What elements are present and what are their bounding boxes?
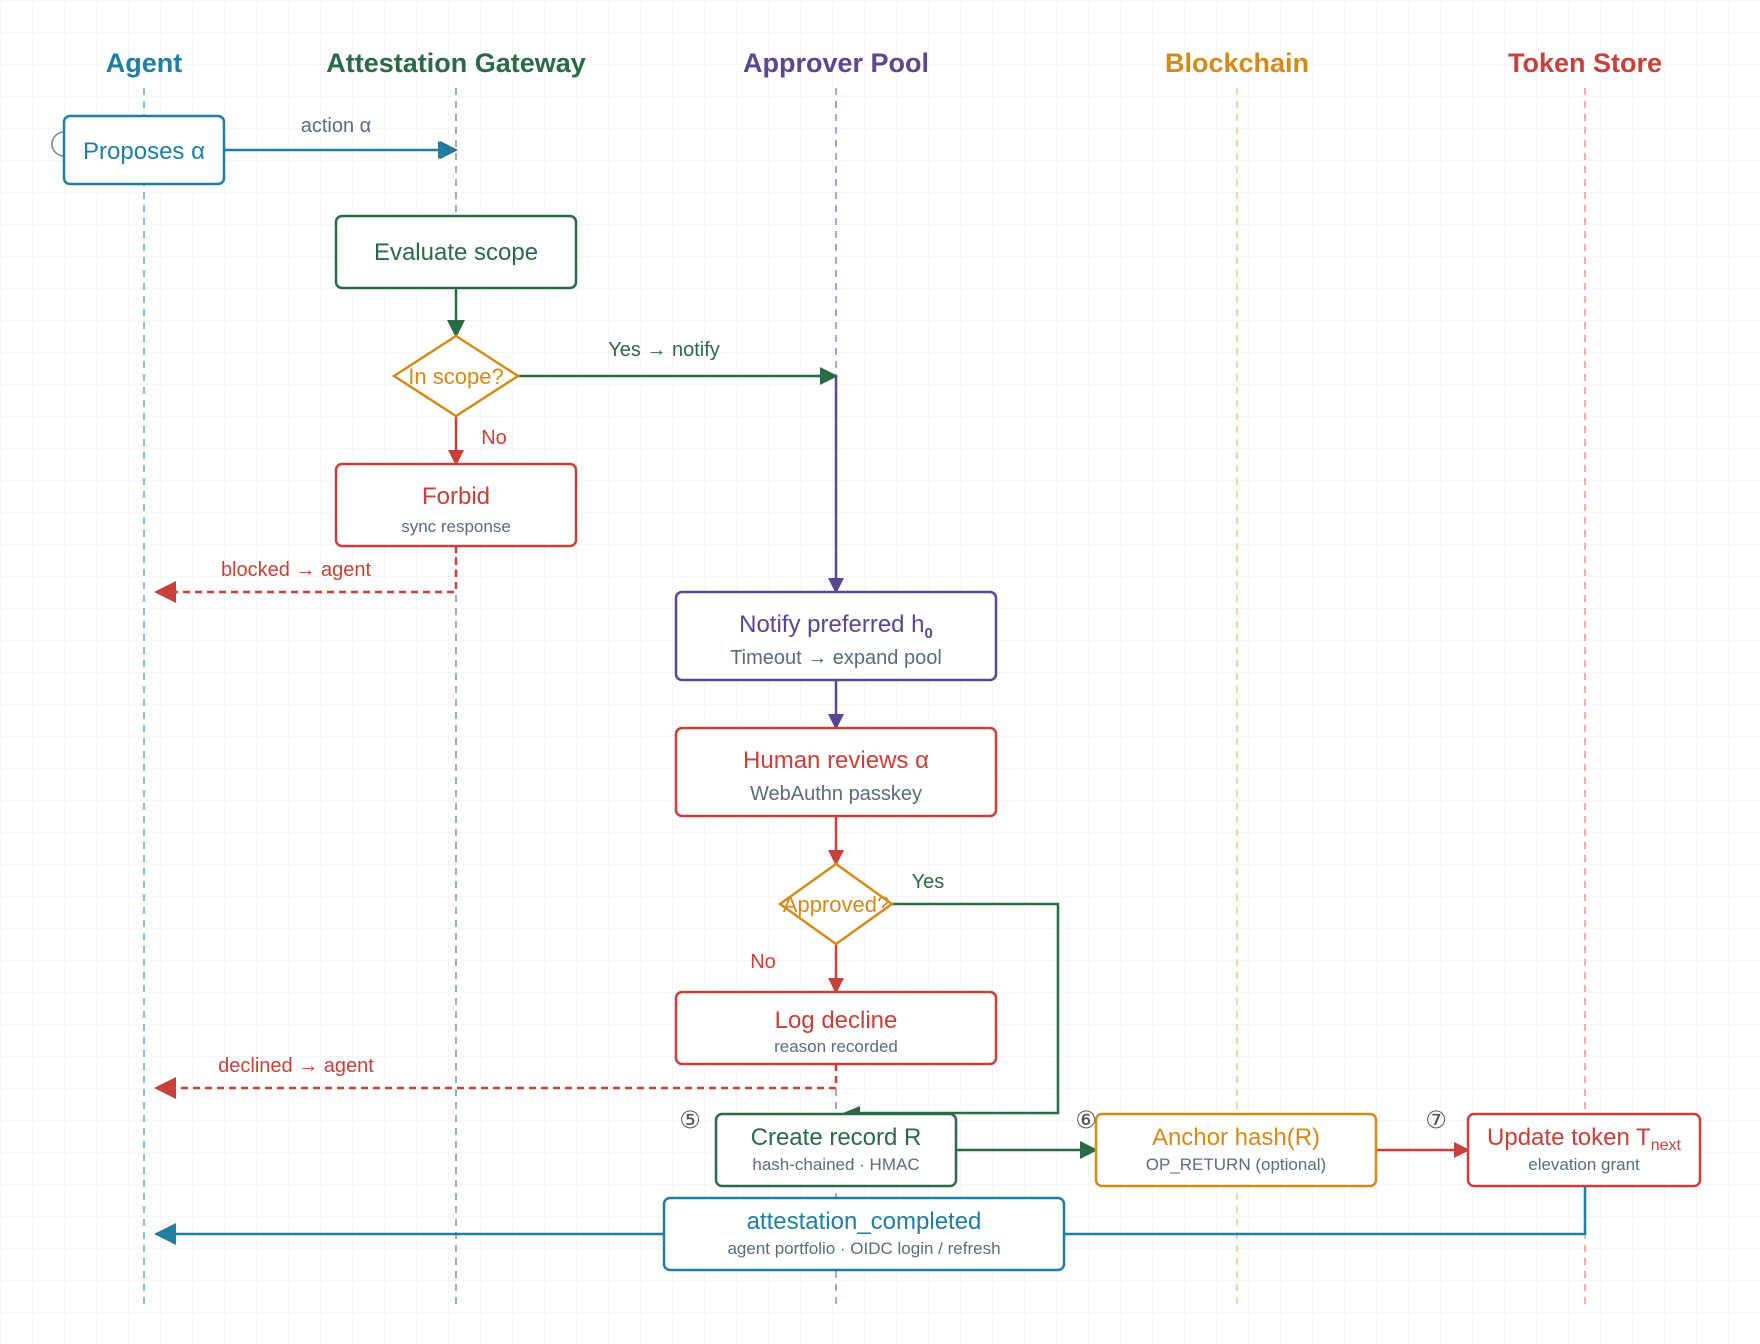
node-update-token-box xyxy=(1466,1112,1702,1188)
node-attestation-sub: agent portfolio · OIDC login / refresh xyxy=(727,1239,1000,1258)
node-proposes[interactable]: Proposes α xyxy=(51,114,226,186)
node-create-record-box xyxy=(714,1112,958,1188)
step-marker-partial-icon xyxy=(51,131,65,157)
node-anchor-title: Anchor hash(R) xyxy=(1152,1124,1320,1151)
edge-label-action: action α xyxy=(301,115,372,137)
decision-approved-diamond xyxy=(777,862,895,946)
edge-yes-create-arrowhead xyxy=(843,1106,860,1113)
node-log-decline-title: Log decline xyxy=(775,1007,898,1034)
edge-label-yes-notify: Yes → notify xyxy=(608,339,720,361)
edge-label-yes-2: Yes xyxy=(912,871,945,893)
step-7-icon: ⑦ xyxy=(1425,1106,1447,1134)
node-update-token-subscript: next xyxy=(1651,1137,1682,1154)
decision-approved[interactable]: Approved? xyxy=(777,862,895,946)
node-forbid-title: Forbid xyxy=(422,483,490,510)
edge-label-blocked: blocked → agent xyxy=(221,559,372,581)
decision-approved-label: Approved? xyxy=(783,892,889,917)
node-anchor-hash[interactable]: ⑥ Anchor hash(R) OP_RETURN (optional) xyxy=(1075,1106,1378,1188)
node-create-record-sub: hash-chained · HMAC xyxy=(752,1155,919,1174)
node-forbid-sub: sync response xyxy=(401,517,511,536)
node-human-title: Human reviews α xyxy=(743,747,929,774)
node-proposes-title: Proposes α xyxy=(83,138,205,165)
node-update-token-title-text: Update token Tnext xyxy=(1487,1124,1681,1154)
decision-in-scope[interactable]: In scope? xyxy=(391,334,521,418)
node-human-review[interactable]: Human reviews α WebAuthn passkey xyxy=(674,726,998,818)
node-forbid[interactable]: Forbid sync response xyxy=(334,462,578,548)
node-create-record[interactable]: ⑤ Create record R hash-chained · HMAC xyxy=(679,1106,958,1188)
node-attestation-box xyxy=(662,1196,1066,1272)
node-attestation-title: attestation_completed xyxy=(747,1208,982,1235)
decision-in-scope-label: In scope? xyxy=(408,364,503,389)
node-log-decline[interactable]: Log decline reason recorded xyxy=(674,990,998,1066)
step-5-icon: ⑤ xyxy=(679,1106,701,1134)
node-notify-title: Notify preferred h xyxy=(739,611,924,638)
node-update-token-title: Update token T xyxy=(1487,1124,1651,1151)
lane-title-token: Token Store xyxy=(1508,48,1662,78)
node-evaluate-scope[interactable]: Evaluate scope xyxy=(334,214,578,290)
node-anchor-sub: OP_RETURN (optional) xyxy=(1146,1155,1326,1174)
edge-label-declined: declined → agent xyxy=(218,1055,374,1077)
lane-title-approver: Approver Pool xyxy=(743,48,929,78)
node-update-token[interactable]: ⑦ Update token Tnext elevation grant xyxy=(1425,1106,1702,1188)
node-notify-box xyxy=(674,590,998,682)
node-notify-sub: Timeout → expand pool xyxy=(730,647,942,669)
node-notify-subscript: 0 xyxy=(925,625,933,642)
lane-title-gateway: Attestation Gateway xyxy=(326,48,586,78)
node-proposes-box xyxy=(62,114,226,186)
edge-declined xyxy=(154,1064,838,1099)
node-anchor-box xyxy=(1094,1112,1378,1188)
node-notify-title-text: Notify preferred h0 xyxy=(739,611,933,642)
edge-yes-create xyxy=(852,902,1060,1115)
node-evaluate-box xyxy=(334,214,578,290)
decision-in-scope-diamond xyxy=(391,334,521,418)
node-human-box xyxy=(674,726,998,818)
node-forbid-box xyxy=(334,462,578,548)
node-notify[interactable]: Notify preferred h0 Timeout → expand poo… xyxy=(674,590,998,682)
step-6-icon: ⑥ xyxy=(1075,1106,1097,1134)
node-evaluate-title: Evaluate scope xyxy=(374,239,538,266)
node-log-decline-box xyxy=(674,990,998,1066)
edge-label-no-1: No xyxy=(481,427,507,449)
lane-title-agent: Agent xyxy=(106,48,183,78)
node-human-sub: WebAuthn passkey xyxy=(750,783,922,805)
edge-blocked xyxy=(154,546,458,603)
node-log-decline-sub: reason recorded xyxy=(774,1037,898,1056)
lane-title-blockchain: Blockchain xyxy=(1165,48,1309,78)
edge-action-arrowhead xyxy=(438,141,456,159)
edge-label-no-2: No xyxy=(750,951,776,973)
node-update-token-sub: elevation grant xyxy=(1528,1155,1640,1174)
node-create-record-title: Create record R xyxy=(751,1124,922,1151)
node-attestation-completed[interactable]: attestation_completed agent portfolio · … xyxy=(662,1196,1066,1272)
edge-attestation-to-agent xyxy=(154,1186,1587,1245)
